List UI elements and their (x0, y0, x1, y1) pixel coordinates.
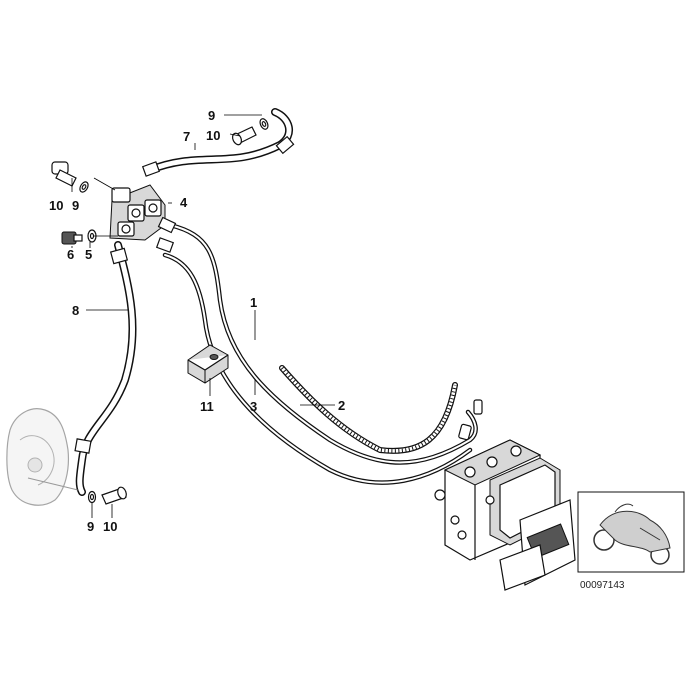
label-part-10-bottom: 10 (103, 519, 117, 534)
label-part-1: 1 (250, 295, 257, 310)
label-part-10-left: 10 (49, 198, 63, 213)
label-part-8: 8 (72, 303, 79, 318)
brake-line-3 (162, 252, 473, 485)
sealing-ring-9-bottom (87, 490, 97, 504)
label-part-3: 3 (250, 399, 257, 414)
motorcycle-inset (577, 491, 685, 573)
distributor-block-4 (109, 184, 177, 253)
pressure-modulator-unit (434, 399, 576, 591)
brake-line-1 (167, 222, 478, 465)
protective-hose-2 (279, 365, 458, 454)
bolt-6 (61, 231, 83, 245)
line-holder-11 (187, 344, 229, 384)
sealing-ring-9-top (259, 118, 269, 130)
label-part-9-top: 9 (208, 108, 215, 123)
banjo-bolt-10-bottom (101, 486, 127, 505)
label-part-9-left: 9 (72, 198, 79, 213)
banjo-bolt-10-top (231, 126, 257, 146)
washer-5 (87, 229, 97, 243)
brake-caliper (6, 408, 79, 506)
label-part-9-bottom: 9 (87, 519, 94, 534)
label-part-7: 7 (183, 129, 190, 144)
leader-lines (71, 114, 335, 518)
label-part-6: 6 (67, 247, 74, 262)
label-part-5: 5 (85, 247, 92, 262)
label-part-11: 11 (200, 399, 214, 414)
label-part-2: 2 (338, 398, 345, 413)
label-part-10-top: 10 (206, 128, 220, 143)
brake-hose-8 (74, 241, 137, 496)
sealing-ring-9-left (79, 181, 89, 193)
document-id: 00097143 (580, 580, 625, 591)
brake-hose-7 (141, 108, 295, 177)
banjo-bolt-10-left (51, 161, 77, 187)
label-part-4: 4 (180, 195, 188, 210)
